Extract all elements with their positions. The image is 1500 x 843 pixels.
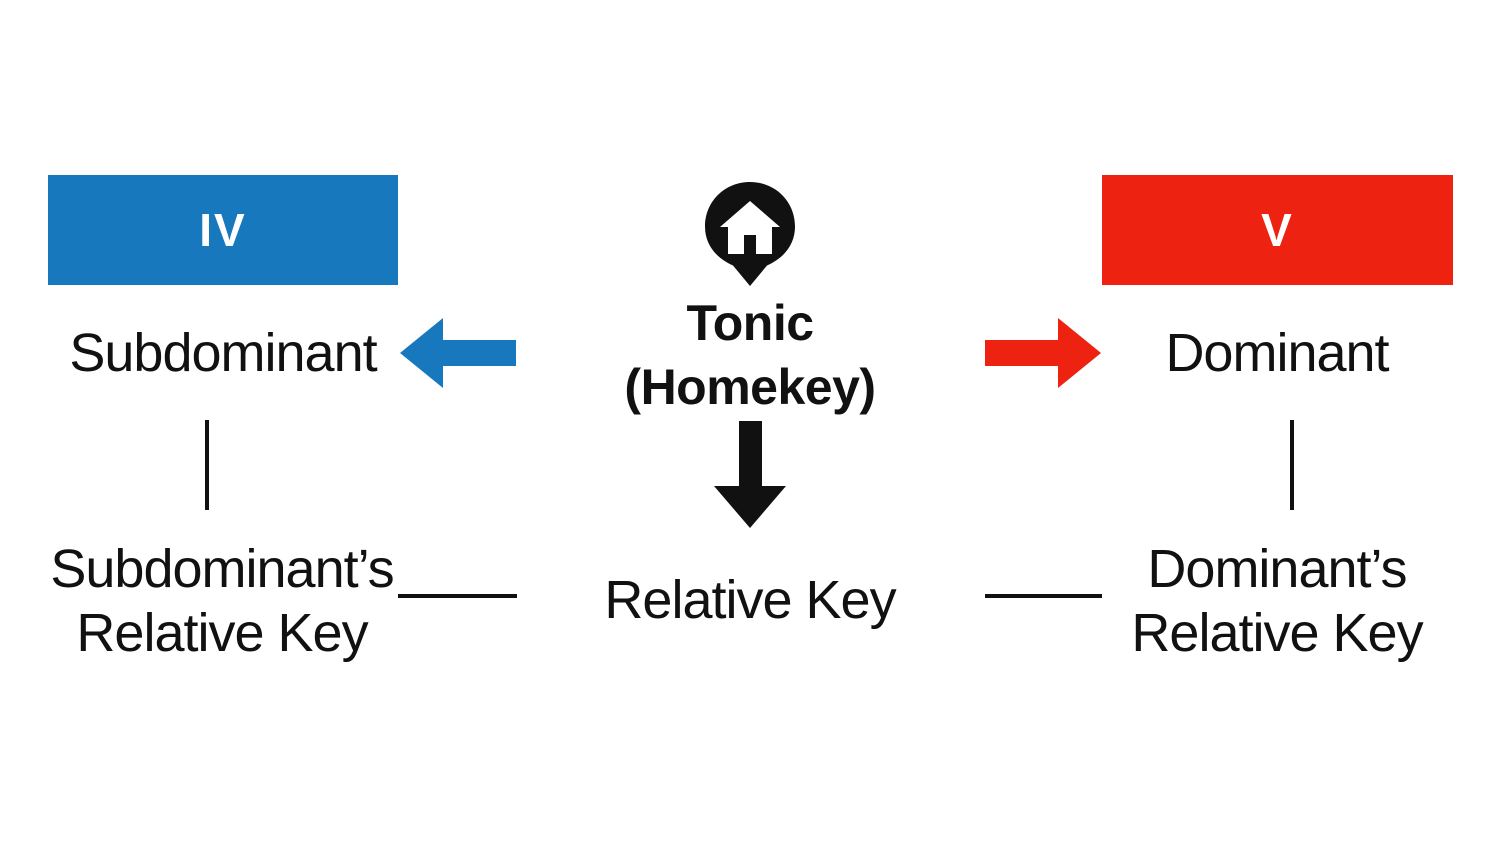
connector-line-dominant-vertical [1290,420,1294,510]
tonic-title-line2: (Homekey) [624,359,876,415]
tonic-title: Tonic (Homekey) [550,291,950,419]
subdominant-chord-box: IV [48,175,398,285]
home-pin-icon [705,182,795,286]
arrow-right-to-dominant-icon [985,318,1101,388]
roman-numeral-iv: IV [199,204,247,256]
subdominant-relative-key-line2: Relative Key [76,603,368,663]
tonic-relative-key-label: Relative Key [604,570,896,630]
dominant-chord-box: V [1102,175,1453,285]
subdominant-relative-key-line1: Subdominant’s [50,539,394,599]
subdominant-relative-key-label: Subdominant’s Relative Key [12,537,432,665]
tonic-title-line1: Tonic [686,295,814,351]
dominant-relative-key-line1: Dominant’s [1147,539,1407,599]
roman-numeral-v: V [1261,204,1294,256]
dominant-relative-key-label: Dominant’s Relative Key [1067,537,1487,665]
subdominant-label: Subdominant [69,323,377,383]
connector-line-left-horizontal [398,594,517,598]
arrow-left-to-subdominant-icon [400,318,516,388]
arrow-down-to-relative-key-icon [714,421,786,528]
dominant-label: Dominant [1165,323,1389,383]
connector-line-subdominant-vertical [205,420,209,510]
connector-line-right-horizontal [985,594,1102,598]
dominant-relative-key-line2: Relative Key [1131,603,1423,663]
